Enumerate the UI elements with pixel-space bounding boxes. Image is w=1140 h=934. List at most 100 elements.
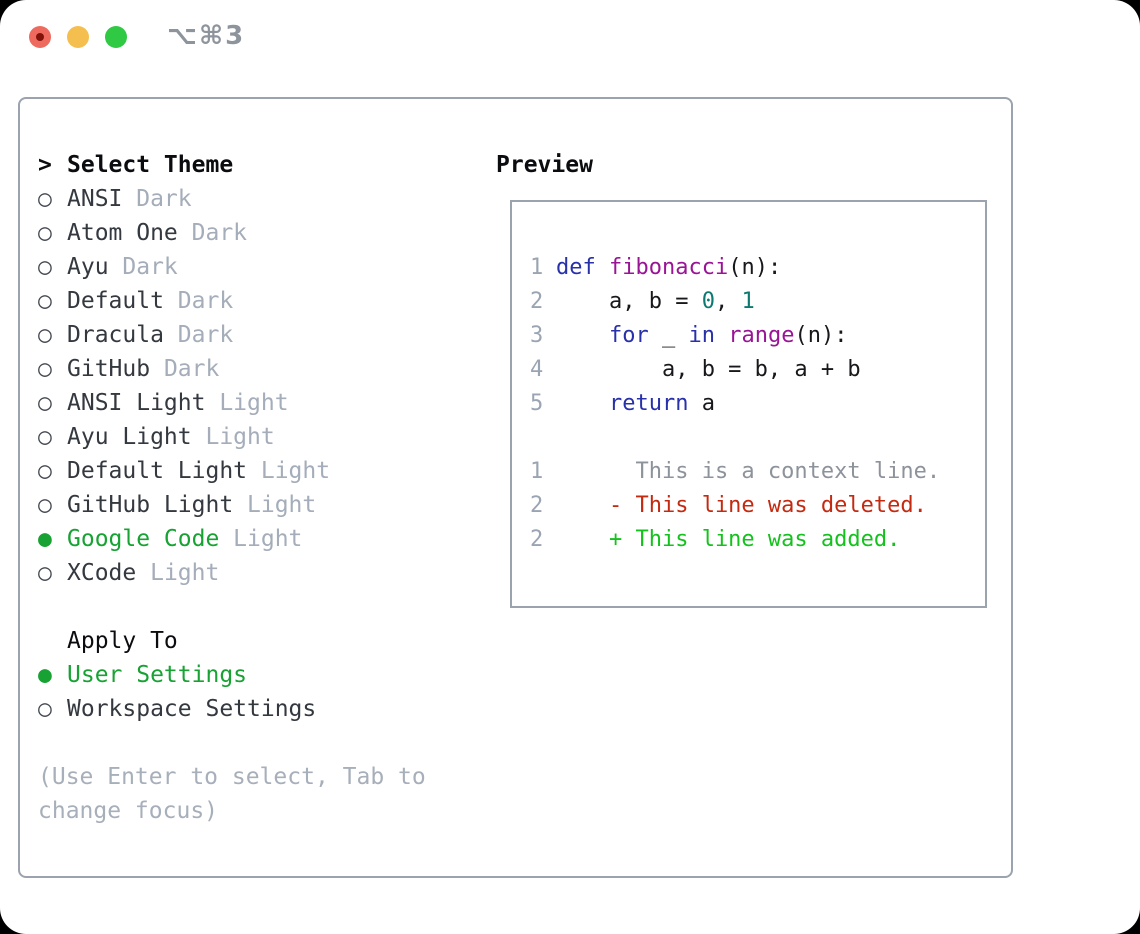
- theme-option-xcode[interactable]: ○ XCode Light: [38, 556, 426, 590]
- preview-line-blank: [530, 421, 940, 455]
- line-number: 2: [530, 527, 544, 552]
- radio-selected-icon: ●: [38, 662, 52, 688]
- apply-option-name: User Settings: [67, 662, 248, 688]
- theme-name: GitHub Light: [67, 492, 234, 518]
- radio-icon: ○: [38, 424, 52, 450]
- zoom-button[interactable]: [105, 26, 127, 48]
- radio-icon: ○: [38, 390, 52, 416]
- theme-variant: Light: [205, 424, 275, 450]
- apply-option-name: Workspace Settings: [67, 696, 317, 722]
- code-segment: a, b =: [556, 289, 702, 314]
- theme-variant: Light: [260, 458, 331, 484]
- theme-option-ansi-light[interactable]: ○ ANSI Light Light: [38, 386, 426, 420]
- preview-line-code: 4 a, b = b, a + b: [530, 353, 940, 387]
- theme-variant: Dark: [122, 254, 178, 280]
- theme-option-atom-one[interactable]: ○ Atom One Dark: [38, 216, 426, 250]
- preview-label: Preview: [496, 152, 593, 178]
- theme-name: XCode: [67, 560, 137, 586]
- close-dot-icon: [36, 33, 44, 41]
- code-segment: def: [556, 255, 596, 280]
- code-segment: 0: [701, 289, 715, 314]
- theme-name: Default Light: [67, 458, 248, 484]
- theme-option-default[interactable]: ○ Default Dark: [38, 284, 426, 318]
- code-segment: a, b = b, a + b: [556, 357, 861, 382]
- radio-icon: ○: [38, 492, 52, 518]
- window-title: ⌥⌘3: [167, 21, 246, 51]
- code-segment: _: [648, 323, 689, 348]
- code-segment: [556, 323, 609, 348]
- theme-option-github-light[interactable]: ○ GitHub Light Light: [38, 488, 426, 522]
- spacer: [38, 590, 426, 624]
- code-segment: 1: [741, 289, 755, 314]
- code-segment: - This line was deleted.: [556, 493, 927, 518]
- apply-option-workspace-settings[interactable]: ○Workspace Settings: [38, 692, 426, 726]
- code-segment: fibonacci: [609, 255, 729, 280]
- theme-option-ayu-light[interactable]: ○ Ayu Light Light: [38, 420, 426, 454]
- theme-name: Ayu: [67, 254, 109, 280]
- code-segment: range: [728, 323, 795, 348]
- theme-name: ANSI Light: [67, 390, 206, 416]
- help-text-line: (Use Enter to select, Tab to: [38, 764, 426, 790]
- select-theme-title: Select Theme: [67, 152, 234, 178]
- theme-name: Dracula: [67, 322, 164, 348]
- theme-variant: Dark: [177, 288, 234, 314]
- theme-option-dracula[interactable]: ○ Dracula Dark: [38, 318, 426, 352]
- code-segment: (n):: [794, 323, 848, 348]
- theme-variant: Dark: [177, 322, 234, 348]
- radio-selected-icon: ●: [38, 526, 52, 552]
- theme-option-github[interactable]: ○ GitHub Dark: [38, 352, 426, 386]
- theme-variant: Light: [150, 560, 220, 586]
- line-number: 5: [530, 391, 544, 416]
- theme-name: GitHub: [67, 356, 151, 382]
- theme-option-ansi[interactable]: ○ ANSI Dark: [38, 182, 426, 216]
- line-number: 4: [530, 357, 544, 382]
- apply-to-header: Apply To: [38, 624, 426, 658]
- line-number: 2: [530, 289, 544, 314]
- preview-line-context: 1 This is a context line.: [530, 455, 940, 489]
- line-number: 3: [530, 323, 544, 348]
- theme-name: Ayu Light: [67, 424, 192, 450]
- cursor-icon: >: [38, 152, 52, 178]
- window-titlebar: ⌥⌘3: [0, 0, 1140, 74]
- theme-option-ayu[interactable]: ○ Ayu Dark: [38, 250, 426, 284]
- code-segment: for: [608, 323, 649, 348]
- code-segment: [596, 255, 609, 280]
- theme-name: Google Code: [67, 526, 220, 552]
- code-segment: (n):: [728, 255, 782, 280]
- radio-icon: ○: [38, 254, 52, 280]
- theme-variant: Light: [219, 390, 289, 416]
- apply-option-user-settings[interactable]: ● User Settings: [38, 658, 426, 692]
- theme-variant: Dark: [191, 220, 248, 246]
- radio-icon: ○: [38, 220, 52, 246]
- close-button[interactable]: [29, 26, 51, 48]
- theme-name: Atom One: [67, 220, 178, 246]
- theme-variant: Dark: [163, 356, 220, 382]
- preview-line-code: 2 a, b = 0, 1: [530, 285, 940, 319]
- theme-name: Default: [67, 288, 164, 314]
- code-segment: + This line was added.: [556, 527, 901, 552]
- line-number: 1: [530, 459, 544, 484]
- radio-icon: ○: [38, 186, 52, 212]
- preview-line-deleted: 2 - This line was deleted.: [530, 489, 940, 523]
- preview-line-code: 5 return a: [530, 387, 940, 421]
- code-segment: a: [688, 391, 715, 416]
- radio-icon: ○: [38, 356, 52, 382]
- radio-icon: ○: [38, 322, 52, 348]
- code-segment: [556, 391, 609, 416]
- minimize-button[interactable]: [67, 26, 89, 48]
- radio-icon: ○: [38, 560, 52, 586]
- theme-variant: Dark: [136, 186, 192, 212]
- code-segment: return: [608, 391, 689, 416]
- theme-name: ANSI: [67, 186, 123, 212]
- apply-to-title: Apply To: [67, 628, 178, 654]
- radio-icon: ○: [38, 288, 52, 314]
- theme-variant: Light: [247, 492, 317, 518]
